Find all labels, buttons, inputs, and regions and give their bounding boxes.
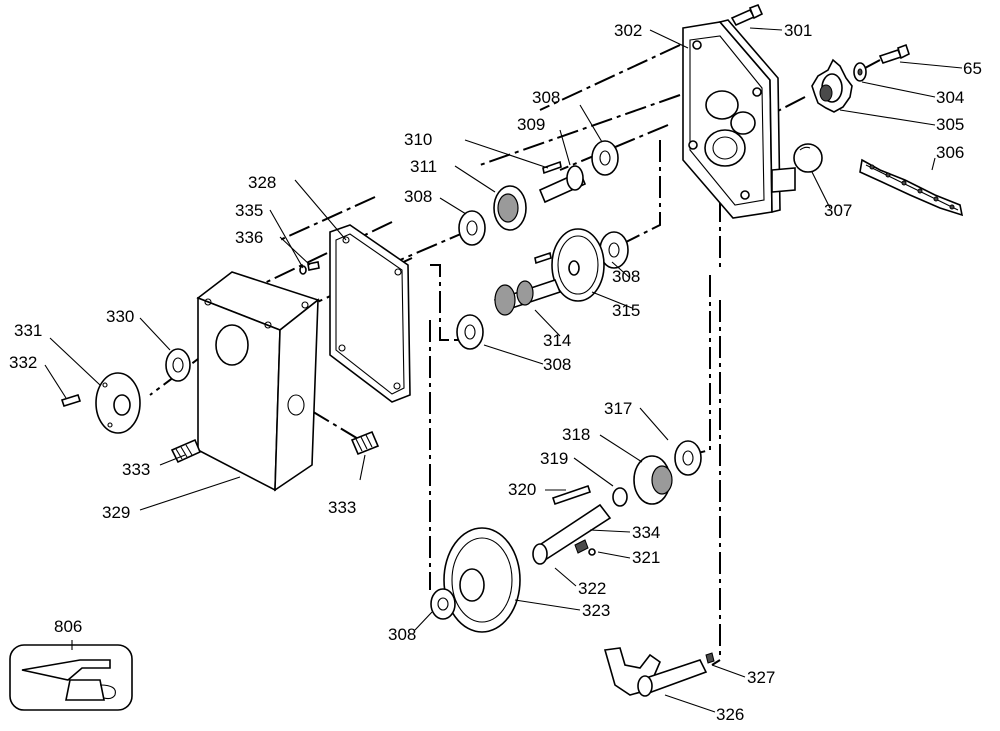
label-65: 65 xyxy=(963,59,982,78)
label-310: 310 xyxy=(404,130,432,149)
label-319: 319 xyxy=(540,449,568,468)
gear-housing-plate xyxy=(682,19,796,219)
threaded-plug-right xyxy=(350,430,380,456)
label-304: 304 xyxy=(936,88,964,107)
label-331: 331 xyxy=(14,321,42,340)
label-308-right: 308 xyxy=(612,267,640,286)
label-334: 334 xyxy=(632,523,660,542)
ball-knob xyxy=(793,143,823,173)
oil-can-box xyxy=(9,644,133,711)
roller-chain xyxy=(859,158,964,217)
middle-shaft-assembly xyxy=(456,228,629,350)
gasket xyxy=(329,224,411,403)
label-315: 315 xyxy=(612,301,640,320)
label-332: 332 xyxy=(9,353,37,372)
label-323: 323 xyxy=(582,601,610,620)
label-308-upper: 308 xyxy=(532,88,560,107)
label-301: 301 xyxy=(784,21,812,40)
leader-lines xyxy=(44,27,963,713)
oil-seal xyxy=(165,348,191,382)
label-328: 328 xyxy=(248,173,276,192)
label-309: 309 xyxy=(517,115,545,134)
lower-shaft-assembly xyxy=(430,440,702,633)
label-311: 311 xyxy=(410,157,437,176)
gearbox-housing xyxy=(196,271,320,492)
label-308-lower: 308 xyxy=(388,625,416,644)
label-308-middle: 308 xyxy=(543,355,571,374)
part-labels: 301 302 65 304 305 306 307 308 309 310 3… xyxy=(9,21,982,724)
label-333-left: 333 xyxy=(122,460,150,479)
screw-301 xyxy=(730,3,764,27)
label-336: 336 xyxy=(235,228,263,247)
label-317: 317 xyxy=(604,399,632,418)
threaded-plug-left xyxy=(170,438,202,464)
label-318: 318 xyxy=(562,425,590,444)
label-314: 314 xyxy=(543,331,571,350)
label-329: 329 xyxy=(102,503,130,522)
cover-plate xyxy=(60,372,141,434)
label-305: 305 xyxy=(936,115,964,134)
label-307: 307 xyxy=(824,201,852,220)
small-screw-washer xyxy=(299,261,320,275)
label-330: 330 xyxy=(106,307,134,326)
label-308-left: 308 xyxy=(404,187,432,206)
label-327: 327 xyxy=(747,668,775,687)
upper-shaft-assembly xyxy=(458,140,619,246)
label-806: 806 xyxy=(54,617,82,636)
label-302: 302 xyxy=(614,21,642,40)
label-321: 321 xyxy=(632,548,660,567)
shift-fork xyxy=(603,647,715,697)
sprocket-assembly xyxy=(811,43,910,113)
label-320: 320 xyxy=(508,480,536,499)
label-322: 322 xyxy=(578,579,606,598)
label-306: 306 xyxy=(936,143,964,162)
label-333-right: 333 xyxy=(328,498,356,517)
label-326: 326 xyxy=(716,705,744,724)
label-335: 335 xyxy=(235,201,263,220)
